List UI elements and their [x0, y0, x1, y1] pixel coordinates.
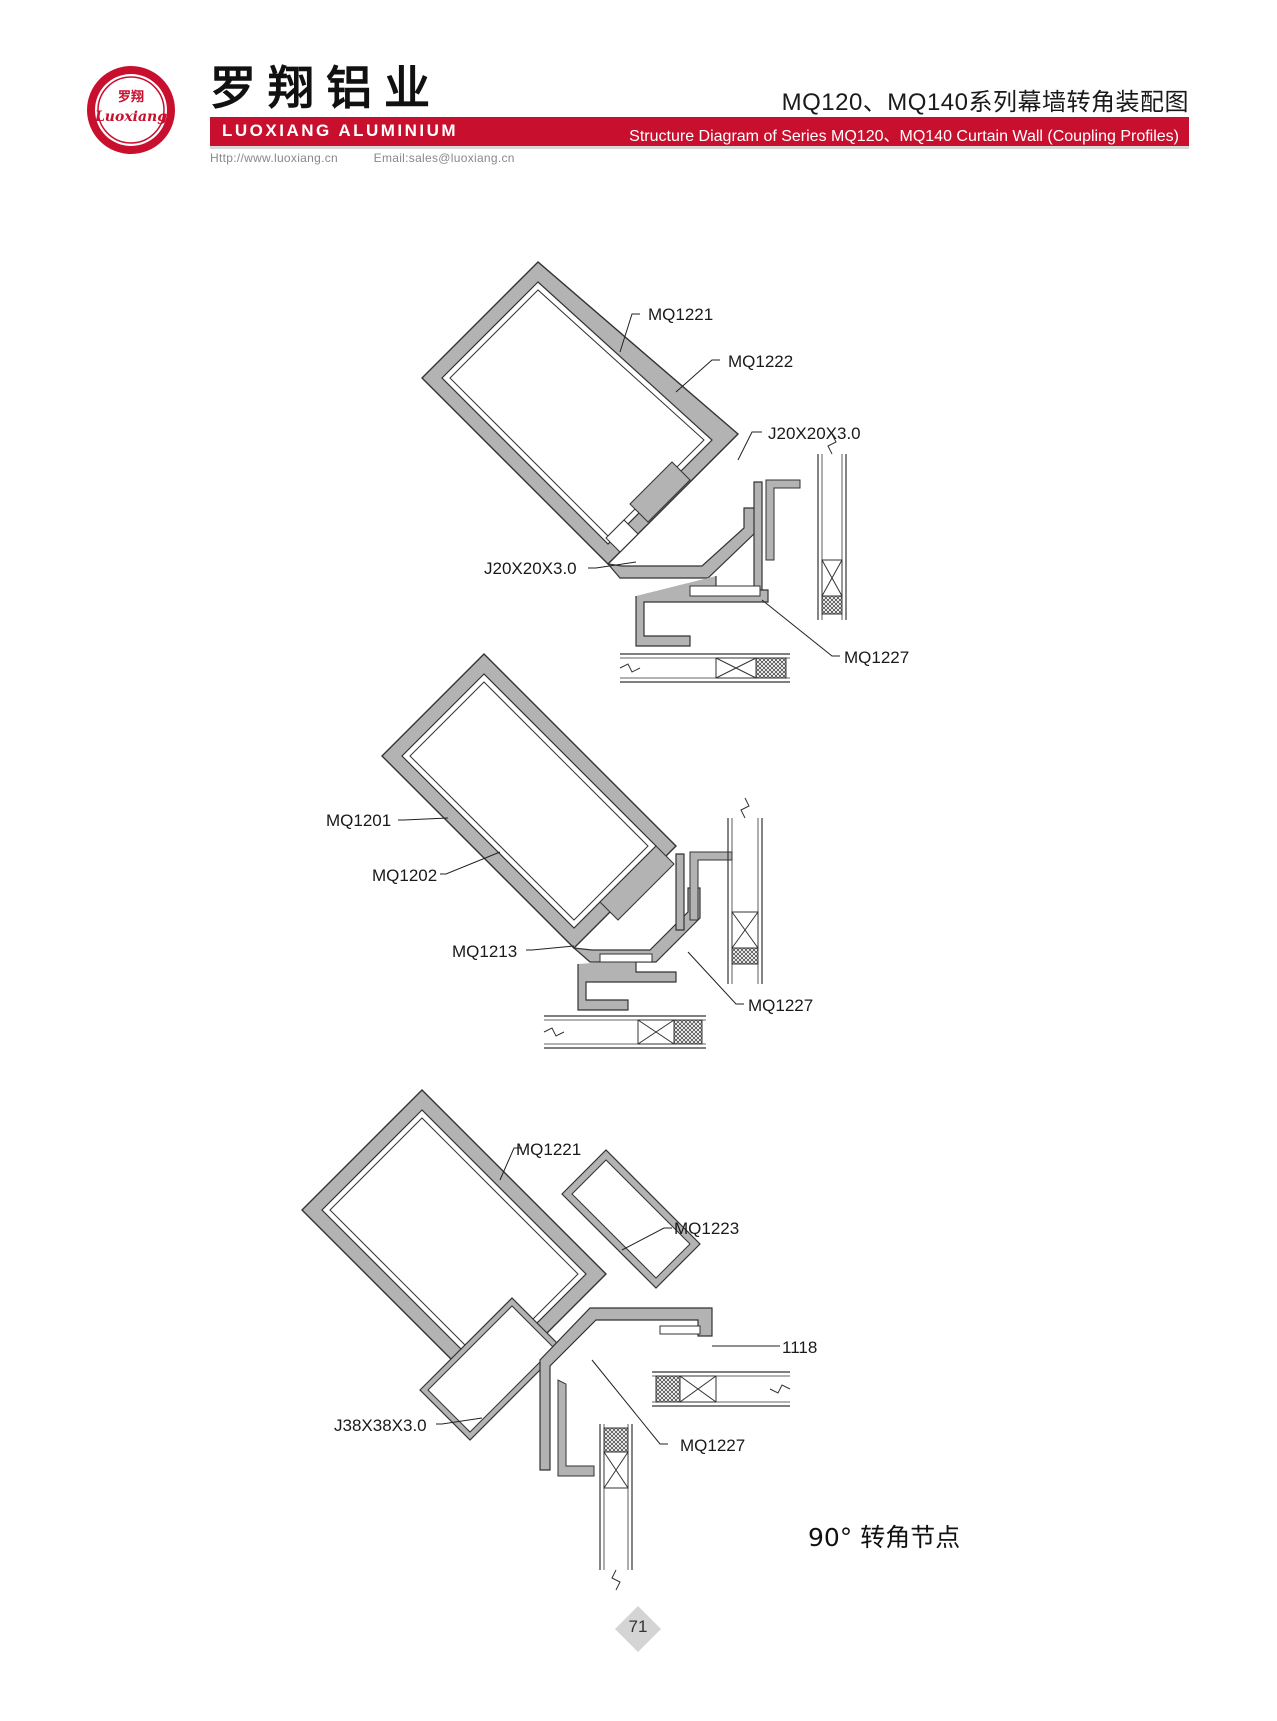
header-red-bar: LUOXIANG ALUMINIUM Structure Diagram of …: [210, 117, 1189, 146]
diagram-2: MQ1201 MQ1202 MQ1213 MQ1227: [326, 653, 813, 1049]
diagram-3: MQ1221 MQ1223 1118 J38X38X3.0 MQ1227: [301, 1089, 817, 1591]
website-link[interactable]: Http://www.luoxiang.cn: [210, 151, 338, 165]
luoxiang-logo: 罗翔 Luoxiang: [87, 66, 175, 154]
label-mq1227-1: MQ1227: [844, 648, 909, 667]
glass-panel-horizontal: [543, 1015, 706, 1049]
mullion-profile: [381, 653, 677, 949]
document-subtitle: Structure Diagram of Series MQ120、MQ140 …: [629, 128, 1179, 145]
label-j20x20x3-lower: J20X20X3.0: [484, 559, 577, 578]
glass-panel-vertical: [599, 1424, 633, 1591]
glass-panel-vertical: [817, 433, 847, 620]
glass-panel-horizontal: [652, 1371, 791, 1407]
header-divider: [210, 146, 1189, 149]
page-header: 罗翔 Luoxiang 罗翔铝业 MQ120、MQ140系列幕墙转角装配图 LU…: [0, 0, 1277, 180]
diagram-1-leaders: [588, 313, 840, 657]
diagram-2-leaders: [398, 817, 744, 1005]
glass-panel-vertical: [727, 797, 763, 984]
label-mq1202: MQ1202: [372, 866, 437, 885]
svg-text:Luoxiang: Luoxiang: [94, 109, 167, 125]
label-j38x38x3: J38X38X3.0: [334, 1416, 427, 1435]
label-mq1221-3: MQ1221: [516, 1140, 581, 1159]
corner-cover-profile: [606, 479, 801, 647]
document-title: MQ120、MQ140系列幕墙转角装配图: [781, 89, 1189, 116]
page-number-badge: [615, 1606, 661, 1652]
contact-line: Http://www.luoxiang.cn Email:sales@luoxi…: [210, 151, 547, 165]
cover-profile-mq1223: [561, 1149, 701, 1289]
label-mq1213: MQ1213: [452, 942, 517, 961]
diagram-1: MQ1221 MQ1222 J20X20X3.0 J20X20X3.0 MQ12…: [421, 261, 909, 683]
label-j20x20x3-upper: J20X20X3.0: [768, 424, 861, 443]
brand-name-en: LUOXIANG ALUMINIUM: [222, 121, 459, 140]
email-link[interactable]: Email:sales@luoxiang.cn: [373, 151, 515, 165]
label-mq1222: MQ1222: [728, 352, 793, 371]
glass-panel-horizontal: [619, 653, 790, 683]
corner-cover-profile: [539, 1307, 713, 1477]
page-number: 71: [628, 1617, 648, 1636]
label-mq1223: MQ1223: [674, 1219, 739, 1238]
brand-name-cn: 罗翔铝业: [210, 61, 442, 115]
svg-text:罗翔: 罗翔: [118, 89, 144, 105]
label-1118: 1118: [782, 1338, 817, 1357]
label-mq1221: MQ1221: [648, 305, 713, 324]
mullion-profile: [421, 261, 740, 565]
label-mq1201: MQ1201: [326, 811, 391, 830]
figure-caption: 90° 转角节点: [808, 1523, 961, 1552]
label-mq1227-3: MQ1227: [680, 1436, 745, 1455]
diagram-3-leaders: [436, 1147, 780, 1445]
label-mq1227-2: MQ1227: [748, 996, 813, 1015]
